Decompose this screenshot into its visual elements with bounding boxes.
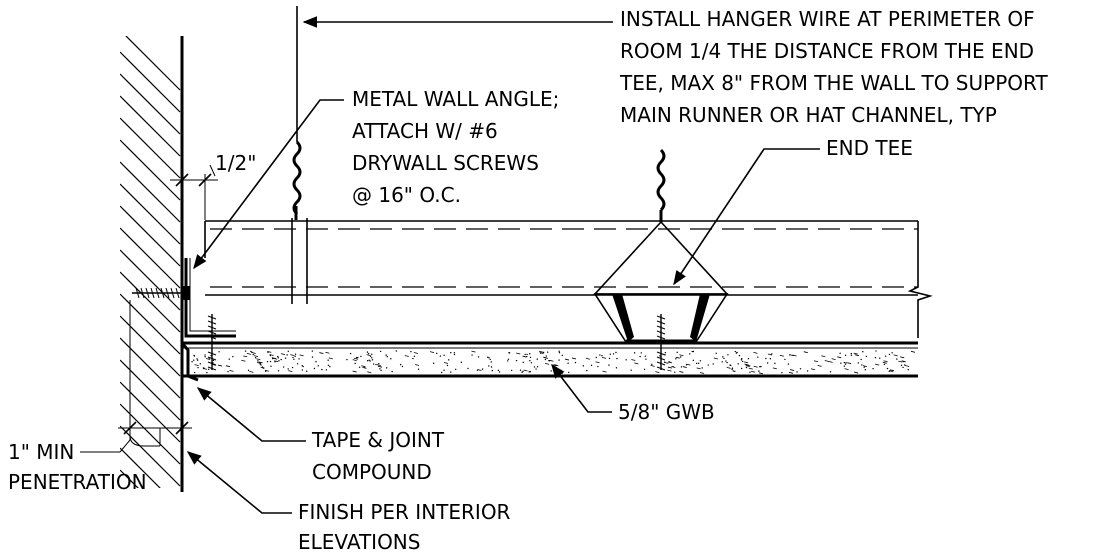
gypsum-wall-board [182, 341, 918, 378]
tape-joint [180, 342, 199, 382]
gwb-screw-left-icon [207, 314, 217, 371]
note-angle-line-2: ATTACH W/ #6 [352, 119, 498, 143]
gwb-stipple [191, 350, 916, 375]
screw-threads [135, 287, 180, 299]
note-finish-line-2: ELEVATIONS [298, 530, 420, 554]
note-angle-line-3: DRYWALL SCREWS [352, 151, 539, 175]
dimension-min-penetration [80, 300, 192, 453]
note-hanger-line-4: MAIN RUNNER OR HAT CHANNEL, TYP [620, 103, 997, 127]
note-hanger-line-3: TEE, MAX 8" FROM THE WALL TO SUPPORT [619, 71, 1048, 95]
dimension-gap-label: 1/2" [215, 151, 256, 175]
note-hanger-line-1: INSTALL HANGER WIRE AT PERIMETER OF [620, 7, 1035, 31]
note-hanger-wire: INSTALL HANGER WIRE AT PERIMETER OF ROOM… [619, 7, 1048, 127]
metal-wall-angle [184, 258, 236, 338]
note-penetration-line-2: PENETRATION [8, 470, 147, 494]
note-hanger-line-2: ROOM 1/4 THE DISTANCE FROM THE END [620, 39, 1034, 63]
break-line [907, 221, 933, 338]
note-end-tee: END TEE [826, 136, 913, 160]
note-tape-line-1: TAPE & JOINT [311, 428, 445, 452]
wall-screw-icon [132, 286, 190, 300]
note-gwb: 5/8" GWB [618, 400, 715, 424]
leader-lines [186, 16, 820, 514]
note-angle-line-1: METAL WALL ANGLE; [352, 87, 559, 111]
note-tape-joint: TAPE & JOINT COMPOUND [311, 428, 445, 484]
wall [100, 0, 184, 554]
hanger-wire-end-tee [593, 148, 729, 295]
note-penetration-line-1: 1" MIN [8, 440, 74, 464]
note-finish-line-1: FINISH PER INTERIOR [298, 500, 511, 524]
note-wall-angle: METAL WALL ANGLE; ATTACH W/ #6 DRYWALL S… [352, 87, 559, 207]
wall-hatch [100, 0, 182, 554]
note-finish: FINISH PER INTERIOR ELEVATIONS [298, 500, 511, 554]
dimension-half-inch: 1/2" [170, 151, 256, 220]
note-angle-line-4: @ 16" O.C. [352, 183, 461, 207]
gwb-screw-center-icon [656, 314, 666, 371]
note-penetration: 1" MIN PENETRATION [8, 440, 147, 494]
main-runner [204, 220, 933, 338]
hanger-wire-left [291, 6, 308, 304]
note-tape-line-2: COMPOUND [312, 460, 432, 484]
